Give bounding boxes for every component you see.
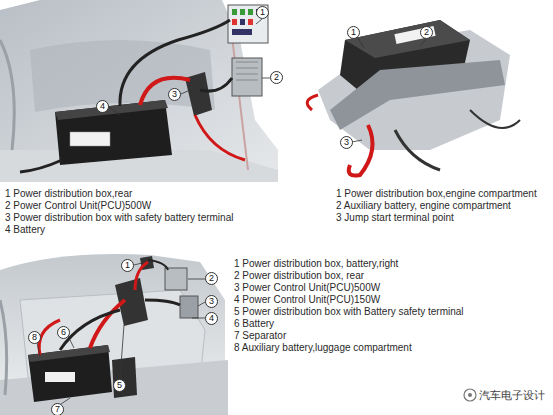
callout-number: 2 [209, 274, 214, 283]
callout-circle: 2 [420, 26, 433, 39]
callout-circle: 2 [270, 71, 283, 84]
callout-circle: 7 [51, 403, 64, 415]
legend-line: 4 Power Control Unit(PCU)150W [234, 294, 380, 306]
legend-line: 2 Power distribution box, rear [234, 270, 364, 282]
legend-line: 2 Auxiliary battery, engine compartment [336, 200, 511, 212]
callout-number: 6 [61, 328, 66, 337]
legend-line: 8 Auxiliary battery,luggage compartment [234, 342, 412, 354]
legend-line: 6 Battery [234, 318, 274, 330]
legend-line: 1 Power distribution box,engine compartm… [336, 188, 537, 200]
callout-circle: 6 [57, 326, 70, 339]
callout-number: 8 [32, 333, 37, 342]
callout-number: 1 [260, 8, 265, 17]
legend-line: 3 Power distribution box with safety bat… [5, 212, 233, 224]
watermark: 汽车电子设计 [479, 389, 545, 401]
callout-circle: 5 [113, 379, 126, 392]
callout-number: 4 [209, 314, 214, 323]
legend-line: 1 Power distribution box,rear [5, 188, 132, 200]
callout-number: 1 [125, 261, 130, 270]
callout-number: 1 [351, 28, 356, 37]
callout-circle: 3 [340, 136, 353, 149]
callout-circle: 1 [121, 259, 134, 272]
callout-number: 4 [100, 102, 105, 111]
callout-circle: 4 [205, 312, 218, 325]
callout-number: 2 [424, 28, 429, 37]
legend-line: 4 Battery [5, 224, 45, 236]
callout-number: 3 [209, 297, 214, 306]
callout-circle: 3 [205, 295, 218, 308]
legend-line: 7 Separator [234, 330, 286, 342]
callout-circle: 4 [96, 100, 109, 113]
callout-number: 2 [274, 73, 279, 82]
callout-number: 7 [55, 405, 60, 414]
callout-number: 3 [172, 90, 177, 99]
callout-circle: 2 [205, 272, 218, 285]
callout-circle: 1 [256, 6, 269, 19]
legend-line: 2 Power Control Unit(PCU)500W [5, 200, 151, 212]
legend-line: 5 Power distribution box with Battery sa… [234, 306, 464, 318]
callout-number: 3 [344, 138, 349, 147]
legend-line: 3 Jump start terminal point [336, 212, 454, 224]
callout-number: 5 [117, 381, 122, 390]
callout-circle: 1 [347, 26, 360, 39]
callout-circle: 3 [168, 88, 181, 101]
callout-circle: 8 [28, 331, 41, 344]
legend-line: 1 Power distribution box, battery,right [234, 258, 398, 270]
legend-line: 3 Power Control Unit(PCU)500W [234, 282, 380, 294]
